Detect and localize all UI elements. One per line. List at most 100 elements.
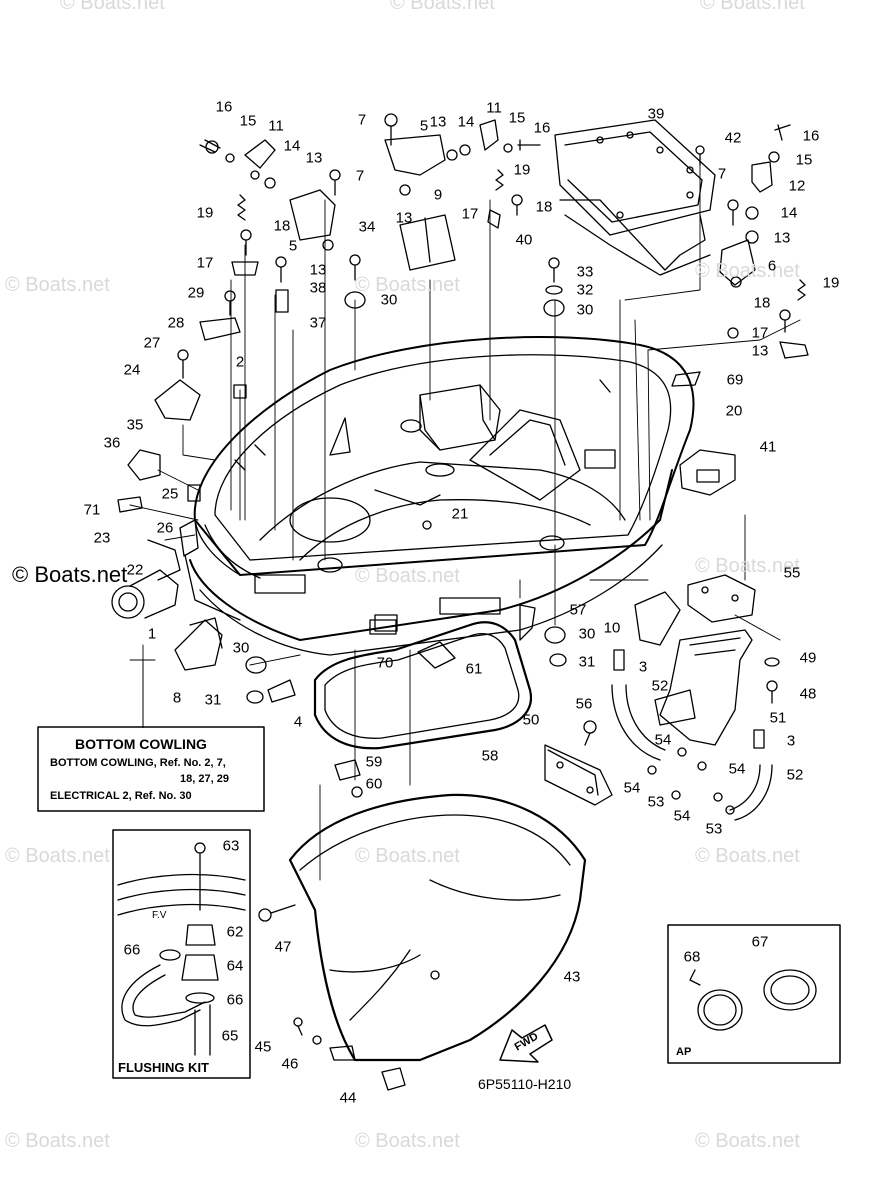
drawing-code: 6P55110-H210 — [478, 1076, 572, 1092]
bolt-60 — [351, 786, 363, 798]
callout-3: 3 — [786, 732, 796, 750]
callout-29: 29 — [187, 284, 205, 302]
small-parts-top — [111, 113, 565, 619]
callout-23: 23 — [93, 529, 111, 547]
callout-17: 17 — [461, 205, 479, 223]
seal-58 — [313, 621, 533, 750]
callout-15: 15 — [508, 109, 526, 127]
flushing-kit-title: FLUSHING KIT — [118, 1060, 209, 1075]
callout-60: 60 — [365, 775, 383, 793]
info-box-line: 18, 27, 29 — [180, 773, 229, 785]
callout-31: 31 — [578, 653, 596, 671]
callout-62: 62 — [226, 923, 244, 941]
callout-59: 59 — [365, 753, 383, 771]
callout-1: 1 — [147, 625, 157, 643]
callout-44: 44 — [339, 1089, 357, 1107]
callout-53: 53 — [705, 820, 723, 838]
callout-18: 18 — [535, 198, 553, 216]
callout-42: 42 — [724, 129, 742, 147]
intake-duct — [399, 214, 501, 451]
callout-53: 53 — [647, 793, 665, 811]
callout-68: 68 — [683, 948, 701, 966]
callout-49: 49 — [799, 649, 817, 667]
callout-71: 71 — [83, 501, 101, 519]
info-box-line: BOTTOM COWLING, Ref. No. 2, 7, — [50, 757, 226, 769]
callout-35: 35 — [126, 416, 144, 434]
callout-37: 37 — [309, 314, 327, 332]
svg-text:F.V: F.V — [152, 910, 167, 921]
bottom-cowling-shell — [184, 336, 695, 656]
callout-55: 55 — [783, 564, 801, 582]
callout-7: 7 — [717, 165, 727, 183]
callout-22: 22 — [126, 561, 144, 579]
watermark: © Boats.net — [5, 274, 110, 296]
callout-61: 61 — [465, 660, 483, 678]
callout-11: 11 — [486, 99, 502, 117]
callout-14: 14 — [283, 137, 301, 155]
callout-66: 66 — [226, 991, 244, 1009]
watermark-main: © Boats.net — [12, 562, 128, 587]
callout-16: 16 — [802, 127, 820, 145]
callout-46: 46 — [281, 1055, 299, 1073]
ap-box — [667, 924, 841, 1064]
callout-65: 65 — [221, 1027, 239, 1045]
watermark: © Boats.net — [695, 555, 800, 577]
callout-54: 54 — [623, 779, 641, 797]
callout-9: 9 — [433, 186, 443, 204]
watermark: © Boats.net — [390, 0, 495, 14]
watermark: © Boats.net — [60, 0, 165, 14]
callout-10: 10 — [603, 619, 621, 637]
callout-40: 40 — [515, 231, 533, 249]
callout-14: 14 — [457, 113, 475, 131]
watermark: © Boats.net — [5, 845, 110, 867]
leader-lines — [129, 159, 801, 881]
callout-13: 13 — [395, 209, 413, 227]
small-parts-right-middle — [519, 574, 780, 704]
callout-21: 21 — [451, 505, 469, 523]
callout-39: 39 — [647, 105, 665, 123]
callout-47: 47 — [274, 938, 292, 956]
callout-36: 36 — [103, 434, 121, 452]
callout-26: 26 — [156, 519, 174, 537]
watermark: © Boats.net — [355, 1130, 460, 1152]
watermark: © Boats.net — [695, 260, 800, 282]
callout-13: 13 — [305, 149, 323, 167]
callout-56: 56 — [575, 695, 593, 713]
callout-3: 3 — [638, 658, 648, 676]
small-parts-left-bottom — [174, 617, 296, 704]
callout-38: 38 — [309, 279, 327, 297]
callout-51: 51 — [769, 709, 787, 727]
tag-70 — [369, 619, 397, 635]
callout-57: 57 — [569, 601, 587, 619]
callout-43: 43 — [563, 968, 581, 986]
watermark: © Boats.net — [355, 845, 460, 867]
watermark: © Boats.net — [700, 0, 805, 14]
callout-24: 24 — [123, 361, 141, 379]
callout-52: 52 — [651, 677, 669, 695]
screw-21 — [422, 520, 432, 530]
callout-25: 25 — [161, 485, 179, 503]
callout-16: 16 — [533, 119, 551, 137]
ref-1-bracket — [133, 659, 150, 728]
callout-31: 31 — [204, 691, 222, 709]
callout-17: 17 — [196, 254, 214, 272]
callout-18: 18 — [273, 217, 291, 235]
callout-13: 13 — [773, 229, 791, 247]
callout-7: 7 — [355, 167, 365, 185]
callout-7: 7 — [357, 111, 367, 129]
callout-15: 15 — [239, 112, 257, 130]
callout-4: 4 — [293, 713, 303, 731]
small-parts-bottom — [258, 904, 406, 1091]
callout-8: 8 — [172, 689, 182, 707]
callout-66: 66 — [123, 941, 141, 959]
watermark: © Boats.net — [355, 274, 460, 296]
watermark: © Boats.net — [5, 1130, 110, 1152]
info-box-title: BOTTOM COWLING — [75, 736, 207, 752]
callout-54: 54 — [654, 731, 672, 749]
callout-6: 6 — [767, 257, 777, 275]
bracket-50 — [544, 720, 613, 806]
callout-17: 17 — [751, 324, 769, 342]
flushing-kit-box: F.V — [112, 829, 251, 1079]
callout-67: 67 — [751, 933, 769, 951]
